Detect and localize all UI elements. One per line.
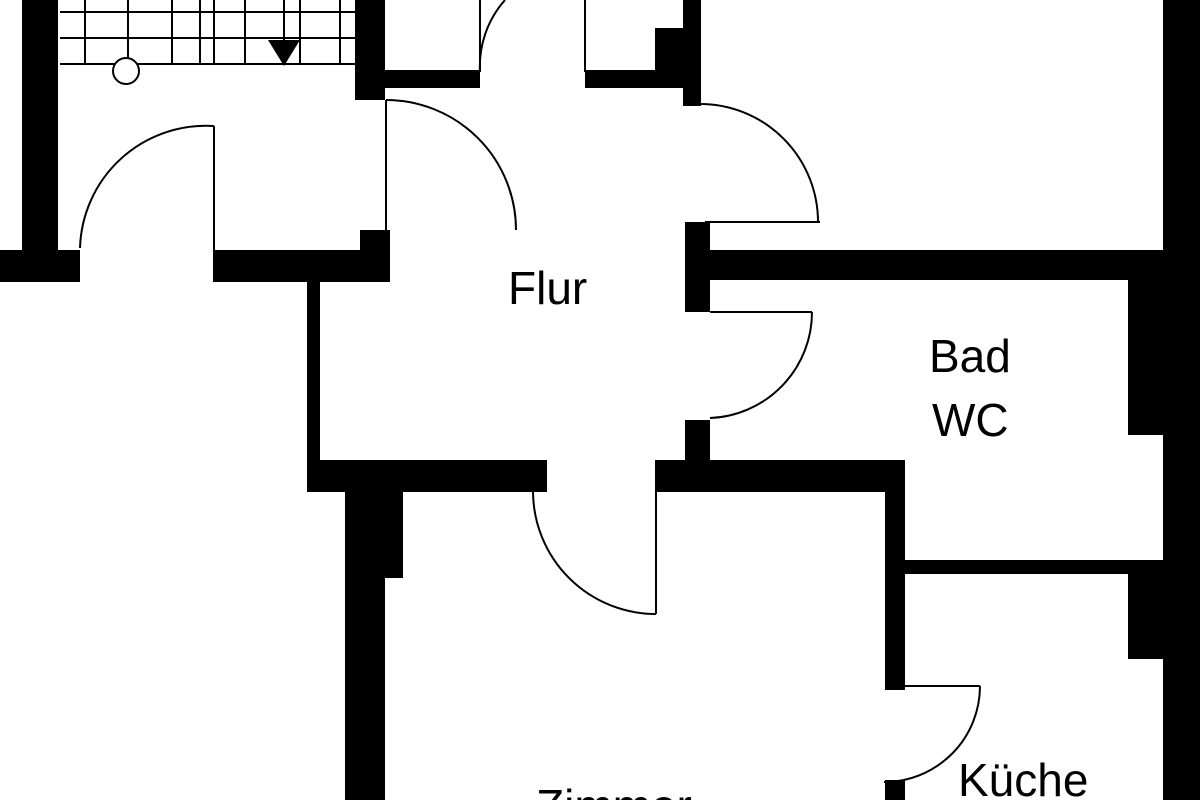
door-swings [79,0,981,783]
room-label-zimmer: Zimmer [536,780,692,800]
arrow-down-icon [268,40,300,66]
staircase [60,0,355,85]
room-label-wc: WC [932,394,1009,446]
room-label-flur: Flur [508,262,587,314]
stair-start-circle [112,57,140,85]
room-label-kueche: Küche [958,754,1088,800]
room-label-bad: Bad [929,330,1011,382]
